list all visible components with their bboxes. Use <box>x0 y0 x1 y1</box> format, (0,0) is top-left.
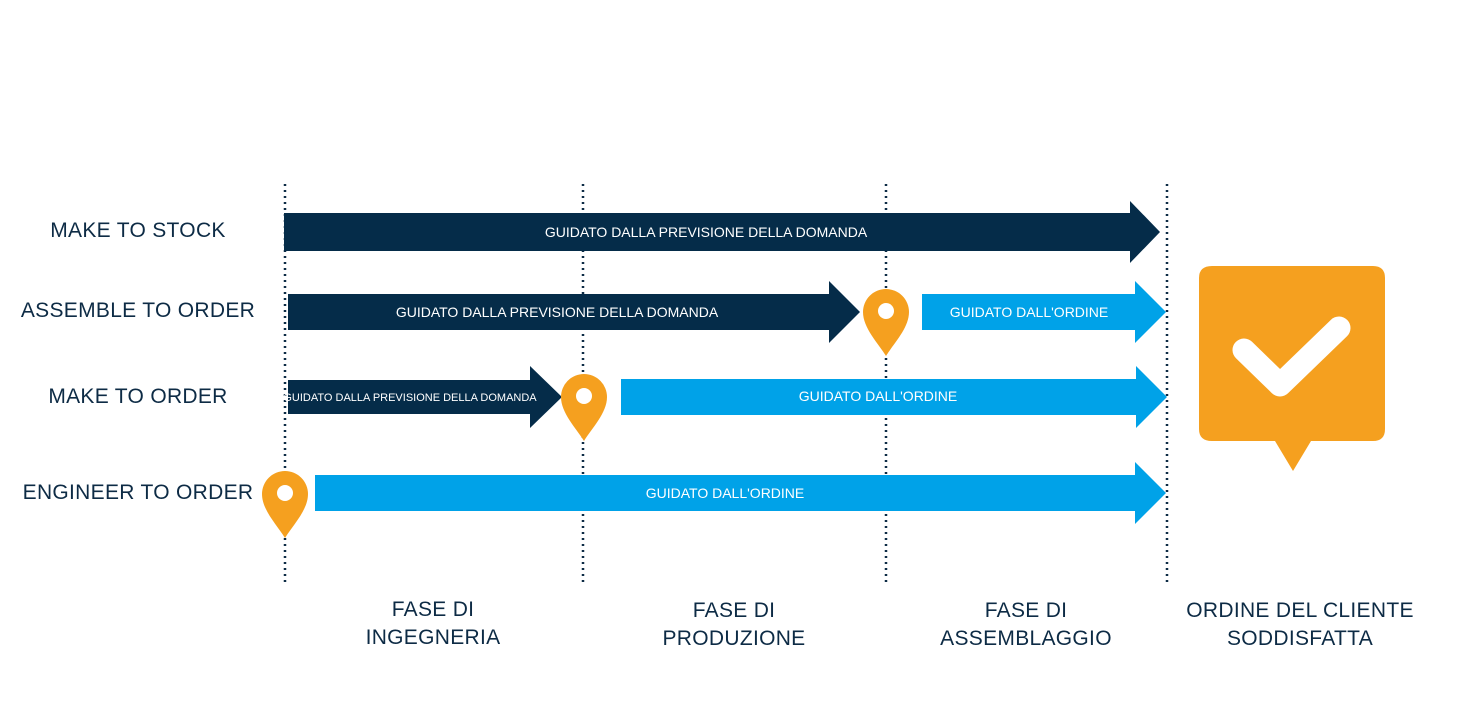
row-label-engineer-to-order: ENGINEER TO ORDER <box>22 481 254 504</box>
checkmark-icon <box>1232 316 1351 397</box>
ato-order-arrow <box>922 281 1166 343</box>
ato-forecast-arrow-label: GUIDATO DALLA PREVISIONE DELLA DOMANDA <box>396 304 719 320</box>
mts-forecast-arrow <box>284 201 1160 263</box>
mto-forecast-arrow <box>288 366 562 428</box>
check-bubble-icon <box>1199 266 1385 471</box>
phase-label-line2: ASSEMBLAGGIO <box>940 627 1112 650</box>
mto-forecast-arrow-label: GUIDATO DALLA PREVISIONE DELLA DOMANDA <box>283 392 537 404</box>
phase-label-order-fulfilled: ORDINE DEL CLIENTE SODDISFATTA <box>1175 597 1425 653</box>
phase-label-line2: INGEGNERIA <box>365 626 501 649</box>
phase-label-production: FASE DI PRODUZIONE <box>634 597 834 653</box>
row-label-assemble-to-order: ASSEMBLE TO ORDER <box>20 299 256 322</box>
eto-order-arrow-label: GUIDATO DALL'ORDINE <box>646 485 805 501</box>
eto-map-pin-icon <box>262 471 308 538</box>
ato-order-arrow-label: GUIDATO DALL'ORDINE <box>950 304 1109 320</box>
phase-label-line2: PRODUZIONE <box>662 627 806 650</box>
mto-order-arrow-label: GUIDATO DALL'ORDINE <box>799 388 958 404</box>
mts-forecast-arrow-label: GUIDATO DALLA PREVISIONE DELLA DOMANDA <box>545 224 868 240</box>
row-label-make-to-stock: MAKE TO STOCK <box>50 219 226 242</box>
phase-label-line1: FASE DI <box>391 598 475 621</box>
row-label-make-to-order: MAKE TO ORDER <box>48 385 228 408</box>
phase-label-line1: ORDINE DEL CLIENTE <box>1186 599 1414 622</box>
phase-label-engineering: FASE DI INGEGNERIA <box>333 596 533 652</box>
phase-label-line2: SODDISFATTA <box>1226 627 1374 650</box>
mto-map-pin-icon <box>561 374 607 441</box>
phase-label-line1: FASE DI <box>692 599 776 622</box>
ato-map-pin-icon <box>863 289 909 356</box>
phase-label-line1: FASE DI <box>984 599 1068 622</box>
phase-label-assembly: FASE DI ASSEMBLAGGIO <box>926 597 1126 653</box>
mto-order-arrow <box>621 366 1167 428</box>
eto-order-arrow <box>315 462 1166 524</box>
ato-forecast-arrow <box>288 281 860 343</box>
